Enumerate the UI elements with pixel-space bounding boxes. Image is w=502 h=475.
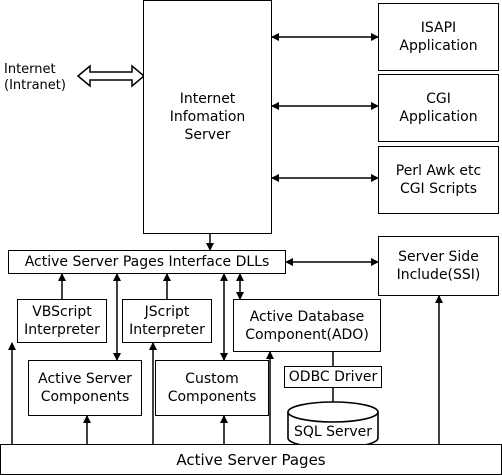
asp-box: Active Server Pages (0, 444, 502, 475)
asp-dlls-box: Active Server Pages Interface DLLs (8, 250, 286, 274)
sql-server-label: SQL Server (293, 424, 373, 440)
isapi-box: ISAPI Application (378, 3, 499, 71)
cgi-box: CGI Application (378, 74, 499, 142)
ssi-box: Server Side Include(SSI) (378, 236, 499, 296)
custom-components-box: Custom Components (155, 360, 269, 416)
jscript-box: JScript Interpreter (122, 299, 212, 343)
internet-double-arrow (76, 64, 146, 88)
vbscript-box: VBScript Interpreter (17, 299, 107, 343)
internet-label: Internet (Intranet) (4, 62, 66, 93)
ado-box: Active Database Component(ADO) (233, 299, 381, 352)
sql-server-cylinder (287, 401, 379, 449)
odbc-box: ODBC Driver (284, 366, 382, 388)
iis-box: Internet Infomation Server (143, 0, 272, 234)
perl-box: Perl Awk etc CGI Scripts (378, 146, 499, 214)
asp-components-box: Active Server Components (28, 360, 142, 416)
